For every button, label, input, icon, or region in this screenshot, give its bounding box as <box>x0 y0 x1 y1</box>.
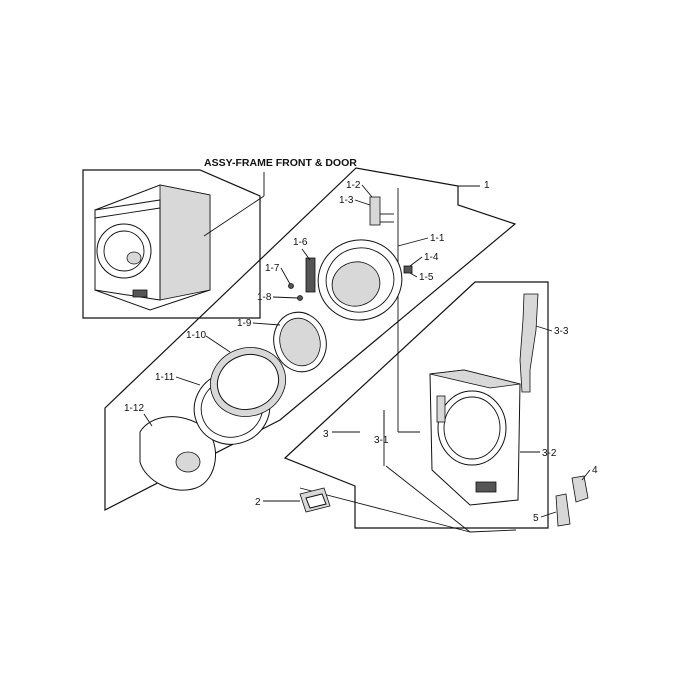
front-frame-panel <box>429 369 521 506</box>
callout-3-3: 3-3 <box>554 326 569 337</box>
callout-1-9: 1-9 <box>237 318 252 329</box>
callout-4: 4 <box>592 465 598 476</box>
outer-door-cover <box>139 416 217 491</box>
callout-3: 3 <box>323 429 329 440</box>
washer-overview-inset <box>82 169 261 319</box>
door-hinge <box>305 257 316 293</box>
front-frame-assembly <box>283 281 549 529</box>
callout-1-10: 1-10 <box>186 330 206 341</box>
door-latch <box>369 196 394 226</box>
callout-1-6: 1-6 <box>293 237 308 248</box>
callout-2: 2 <box>255 497 261 508</box>
callout-1: 1 <box>484 180 490 191</box>
callout-3-1: 3-1 <box>374 435 389 446</box>
hinge-screw-2 <box>297 295 303 301</box>
door-frame-ring <box>210 347 286 417</box>
door-lock-part <box>403 265 413 274</box>
callout-1-12: 1-12 <box>124 403 144 414</box>
callout-3-2: 3-2 <box>542 448 557 459</box>
callout-1-11: 1-11 <box>155 372 175 383</box>
clip-part <box>555 493 571 527</box>
callout-1-7: 1-7 <box>265 263 280 274</box>
callout-5: 5 <box>533 513 539 524</box>
callout-group: 1 1-2 1-3 1-1 1-6 1-4 1-7 1-5 1-8 1-9 1-… <box>124 180 598 524</box>
door-glass <box>273 311 327 373</box>
callout-1-3: 1-3 <box>339 195 354 206</box>
door-seal-strip <box>519 293 539 393</box>
door-assembly-frame <box>104 167 517 511</box>
side-bracket-part <box>571 475 589 503</box>
door-front-ring <box>317 239 403 321</box>
callout-1-5: 1-5 <box>419 272 434 283</box>
diagram-title: ASSY-FRAME FRONT & DOOR <box>204 157 357 169</box>
bracket-part <box>299 487 331 513</box>
callout-1-1: 1-1 <box>430 233 445 244</box>
callout-1-4: 1-4 <box>424 252 439 263</box>
hinge-screw <box>288 283 294 289</box>
callout-1-8: 1-8 <box>257 292 272 303</box>
callout-1-2: 1-2 <box>346 180 361 191</box>
